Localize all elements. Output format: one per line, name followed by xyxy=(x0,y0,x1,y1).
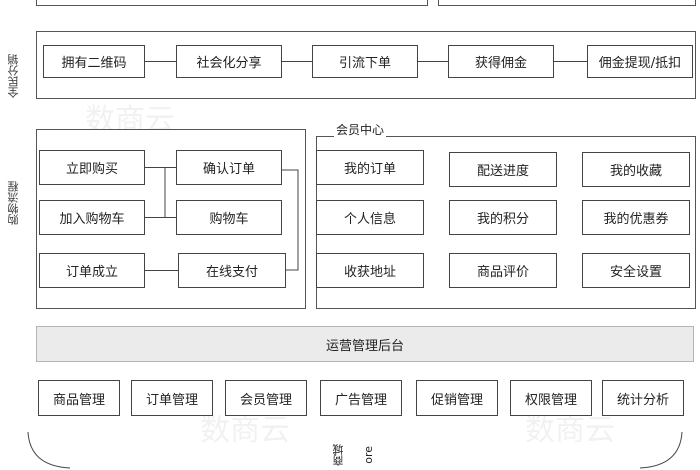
backend-title-bar: 运营管理后台 xyxy=(36,326,694,362)
shopping-step-online-pay: 在线支付 xyxy=(178,253,286,288)
bottom-label-left: 商城 xyxy=(332,444,345,466)
distribution-step: 佣金提现/抵扣 xyxy=(587,45,693,78)
backend-module: 广告管理 xyxy=(320,380,402,416)
member-item: 配送进度 xyxy=(449,152,557,187)
backend-module: 商品管理 xyxy=(38,380,120,416)
bottom-label-right: ore xyxy=(362,446,375,464)
top-panel-left xyxy=(36,0,428,6)
shopping-step-buy-now: 立即购买 xyxy=(39,150,145,185)
top-panel-right xyxy=(438,0,696,6)
member-item: 商品评价 xyxy=(449,253,557,288)
distribution-label: 全民分销 xyxy=(7,54,20,98)
shopping-step-cart: 购物车 xyxy=(176,200,282,235)
shopping-step-confirm-order: 确认订单 xyxy=(176,150,282,185)
distribution-step: 获得佣金 xyxy=(448,45,554,78)
backend-module: 促销管理 xyxy=(416,380,498,416)
backend-module: 订单管理 xyxy=(131,380,213,416)
member-item: 我的优惠券 xyxy=(582,200,690,235)
member-item: 安全设置 xyxy=(582,253,690,288)
backend-module: 权限管理 xyxy=(510,380,592,416)
member-item: 收获地址 xyxy=(316,253,424,288)
backend-module: 会员管理 xyxy=(225,380,307,416)
distribution-step: 社会化分享 xyxy=(176,45,282,78)
member-center-title: 会员中心 xyxy=(334,121,387,138)
member-item: 个人信息 xyxy=(316,200,424,235)
backend-module: 统计分析 xyxy=(602,380,684,416)
member-item: 我的积分 xyxy=(449,200,557,235)
member-item: 我的订单 xyxy=(316,150,424,185)
shopping-label: 购物流程 xyxy=(7,181,20,225)
distribution-step: 引流下单 xyxy=(312,45,418,78)
shopping-step-order-created: 订单成立 xyxy=(39,253,145,288)
shopping-step-add-cart: 加入购物车 xyxy=(39,200,145,235)
member-item: 我的收藏 xyxy=(582,152,690,187)
distribution-step: 拥有二维码 xyxy=(43,45,145,78)
